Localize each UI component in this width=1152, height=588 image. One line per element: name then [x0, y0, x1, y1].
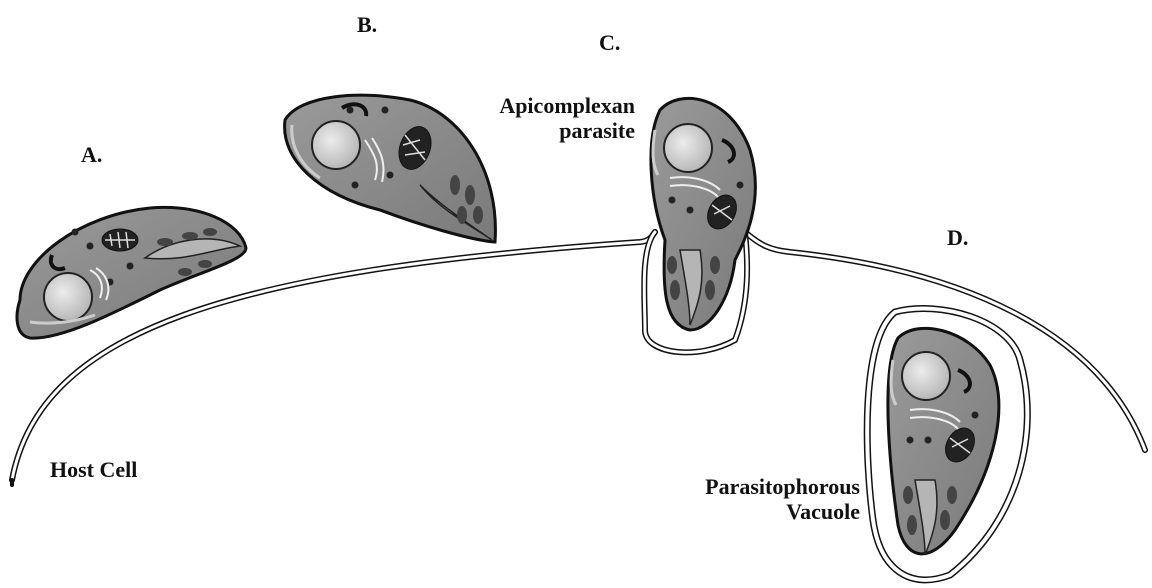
label-apicomplexan-line2: parasite — [460, 118, 635, 143]
nucleus — [902, 352, 950, 400]
label-stage-d: D. — [947, 225, 968, 250]
nucleus — [664, 124, 712, 172]
label-vacuole-line2: Vacuole — [560, 499, 860, 524]
label-stage-b: B. — [357, 12, 377, 37]
label-apicomplexan-parasite: Apicomplexan parasite — [460, 93, 635, 143]
label-vacuole-line1: Parasitophorous — [560, 474, 860, 499]
parasite-c — [651, 98, 755, 330]
nucleus — [44, 273, 92, 321]
parasite-a — [17, 207, 246, 338]
label-apicomplexan-line1: Apicomplexan — [460, 93, 635, 118]
label-stage-a: A. — [81, 142, 102, 167]
label-parasitophorous-vacuole: Parasitophorous Vacuole — [560, 474, 860, 524]
label-host-cell: Host Cell — [50, 457, 137, 482]
label-stage-c: C. — [599, 30, 620, 55]
parasite-d — [888, 328, 999, 555]
nucleus — [312, 121, 360, 169]
